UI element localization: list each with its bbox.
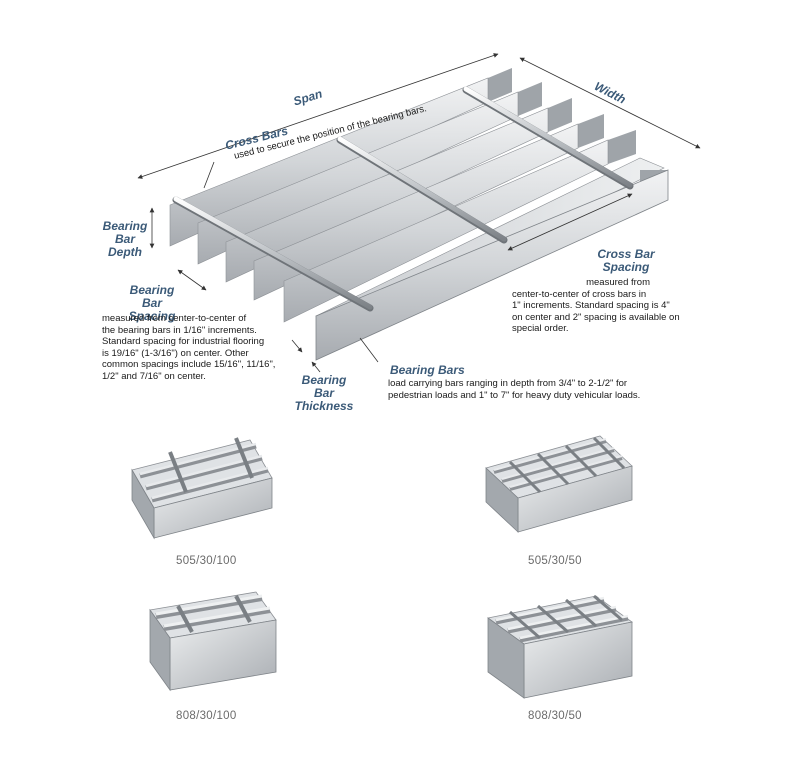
bb-desc-1: load carrying bars ranging in depth from…: [388, 378, 628, 389]
bbs-desc-2: the bearing bars in 1/16" increments.: [102, 324, 257, 336]
thickness-line-1: Bearing Bar: [301, 373, 347, 400]
cbs-desc-2: center-to-center of cross bars in: [512, 288, 647, 300]
cross-bar-spacing-label: Cross Bar Spacing: [594, 248, 658, 274]
cbs-desc-3: 1" increments. Standard spacing is 4": [512, 300, 670, 311]
product-image-505-30-50: [485, 435, 633, 533]
span-dimension: [137, 53, 499, 179]
cross-bar-spacing-desc: measured from center-to-center of cross …: [512, 277, 702, 335]
bbs-desc-4: is 19/16" (1-3/16") on center. Other: [102, 347, 249, 359]
leader-lines: [203, 161, 379, 363]
cross-bar-spacing-dimension: [507, 193, 633, 251]
cbs-desc-4: on center and 2" spacing is available on: [512, 311, 680, 323]
bb-desc-2: pedestrian loads and 1" to 7" for heavy …: [388, 389, 641, 401]
cross-bar: [172, 196, 374, 312]
bb-spacing-line-1: Bearing Bar: [129, 283, 175, 310]
cb-spacing-line-2: Spacing: [602, 260, 650, 274]
spacing-dimension: [177, 269, 207, 291]
width-dimension: [519, 57, 701, 149]
product-image-505-30-100: [131, 437, 273, 540]
bbs-desc-3: Standard spacing for industrial flooring: [102, 336, 265, 347]
thickness-dimension: [291, 339, 321, 373]
bearing-bars-label: Bearing Bars: [390, 363, 465, 377]
bbs-desc-1: measured from center-to-center of: [102, 313, 247, 324]
depth-line-1: Bearing: [102, 219, 148, 233]
thickness-line-2: Thickness: [294, 399, 354, 413]
bearing-bar-thickness-label: Bearing Bar Thickness: [292, 374, 356, 413]
product-image-808-30-100: [149, 591, 277, 692]
main-grating: [137, 53, 701, 373]
bbs-desc-5: common spacings include 15/16", 11/16",: [102, 359, 276, 370]
product-caption: 808/30/100: [176, 710, 237, 722]
cbs-desc-1: measured from: [586, 277, 650, 288]
product-caption: 808/30/50: [528, 710, 582, 722]
bb-spacing-line-2: Spacing: [128, 309, 176, 323]
bearing-bars-desc: load carrying bars ranging in depth from…: [388, 378, 648, 401]
bbs-desc-6: 1/2" and 7/16" on center.: [102, 370, 206, 382]
product-caption: 505/30/50: [528, 555, 582, 567]
product-image-808-30-50: [487, 594, 633, 699]
depth-line-3: Depth: [108, 245, 142, 259]
depth-line-2: Bar: [114, 232, 135, 246]
bearing-bar-spacing-label: Bearing Bar Spacing: [120, 284, 184, 323]
bearing-bar-depth-label: Bearing Bar Depth: [100, 220, 150, 259]
cb-spacing-line-1: Cross Bar: [597, 247, 655, 261]
bearing-bar-spacing-desc: measured from center-to-center of the be…: [102, 313, 302, 382]
product-caption: 505/30/100: [176, 555, 237, 567]
cbs-desc-5: special order.: [512, 323, 569, 334]
